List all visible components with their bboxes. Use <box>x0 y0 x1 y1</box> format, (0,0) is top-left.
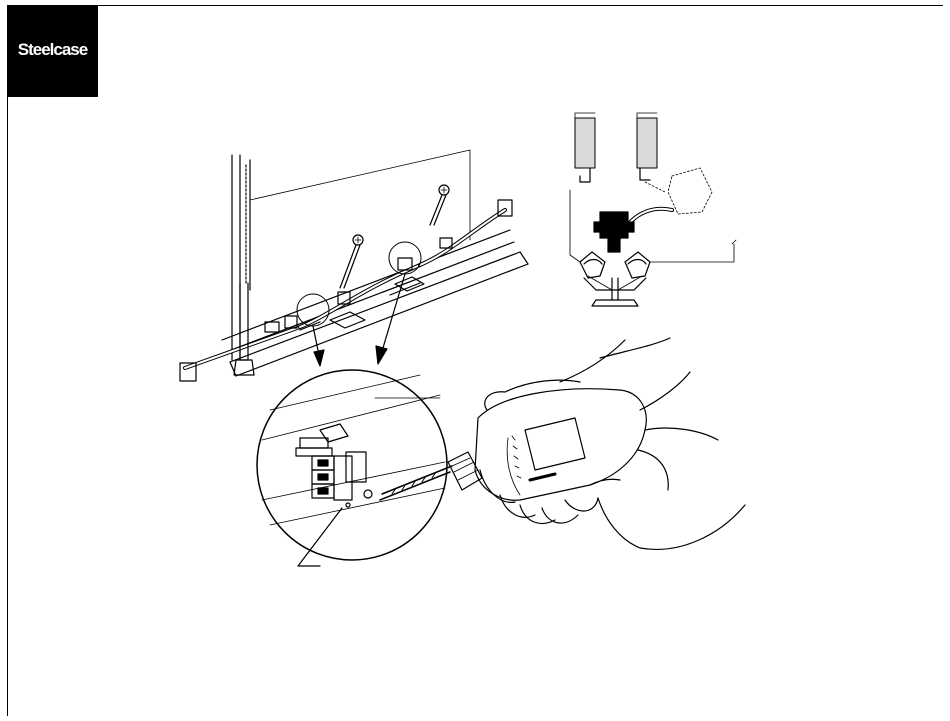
beam-assembly-view <box>180 150 528 381</box>
cross-section-view <box>570 113 736 306</box>
drill-detail-view <box>257 338 745 566</box>
screw-left <box>340 235 363 288</box>
screw-right <box>430 185 449 225</box>
